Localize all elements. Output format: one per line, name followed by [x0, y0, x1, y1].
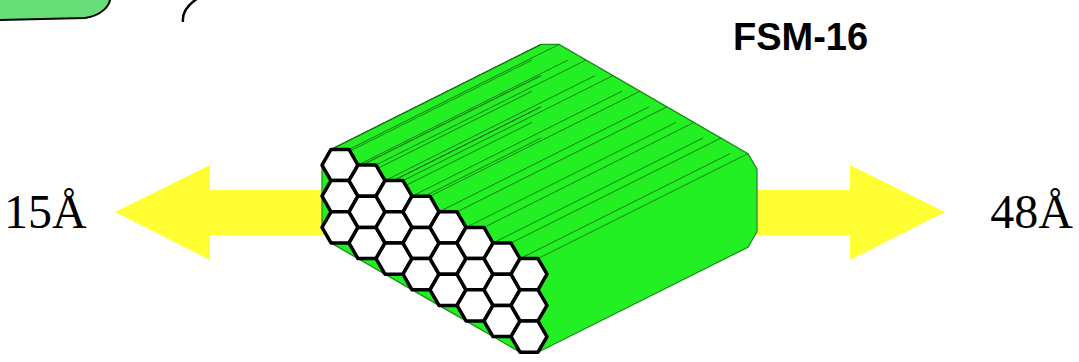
- partial-curve: [183, 0, 198, 22]
- channel-ridge: [484, 122, 694, 227]
- channel-body: [322, 44, 757, 352]
- material-name: FSM-16: [733, 18, 868, 56]
- channel-ridge: [322, 60, 532, 165]
- channel-ridge: [520, 154, 730, 259]
- channel-ridge: [439, 107, 649, 212]
- channel-ridge: [430, 91, 640, 196]
- channel-ridge: [511, 138, 721, 243]
- channel-ridge: [322, 91, 532, 196]
- channel-ridge: [385, 76, 595, 181]
- pore-hexagon: [511, 290, 547, 321]
- channel-ridge: [403, 76, 613, 181]
- channel-ridge: [457, 107, 667, 212]
- channel-ridge: [322, 122, 532, 227]
- left-arrow: [115, 165, 345, 260]
- pore-hexagon: [511, 321, 547, 352]
- mesoporous-channel-bundle: [322, 44, 757, 352]
- channel-ridge: [349, 44, 559, 149]
- channel-ridge: [412, 91, 622, 196]
- dimension-label: 48Å: [990, 188, 1073, 236]
- channel-ridge: [493, 138, 703, 243]
- channel-ridge: [466, 122, 676, 227]
- dimension-label: 15Å: [4, 188, 87, 236]
- channel-ridge: [538, 154, 748, 259]
- partial-shape: [0, 0, 110, 20]
- channel-ridge: [376, 60, 586, 165]
- channel-ridge: [358, 60, 568, 165]
- right-arrow: [730, 165, 945, 260]
- pore-hexagon: [511, 259, 547, 290]
